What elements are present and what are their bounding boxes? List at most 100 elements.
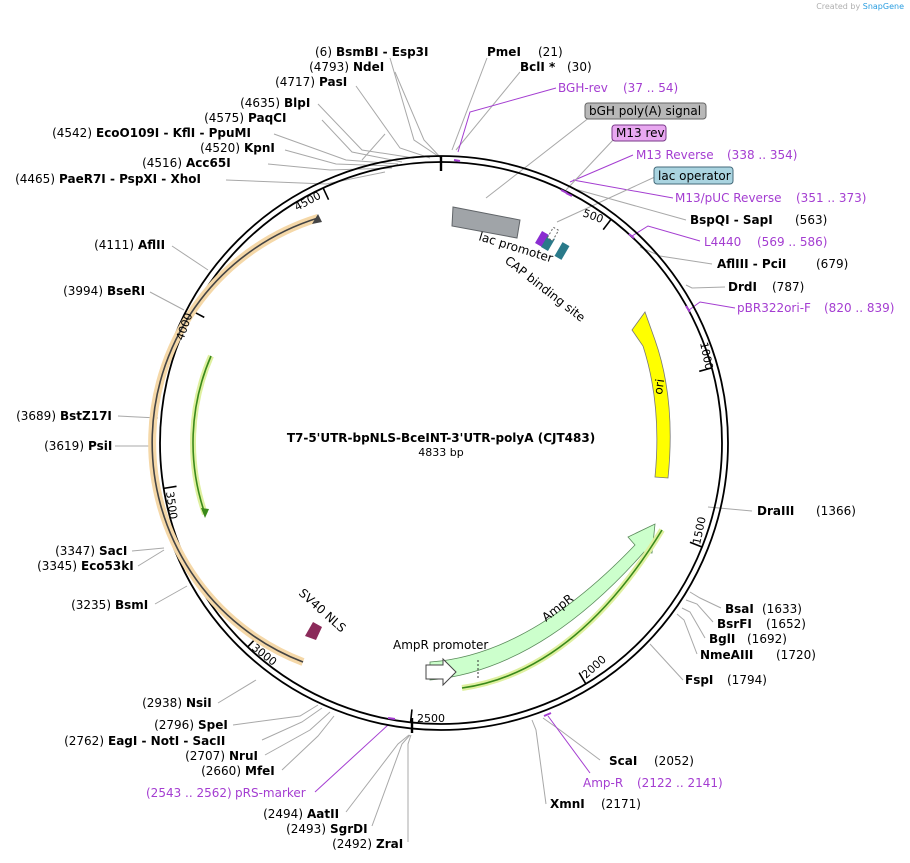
cap-binding-site [535,226,570,260]
ampr-arrow [429,523,656,681]
site-label-drdi: DrdI [728,280,757,294]
site-label-bgli: BglI [709,632,735,646]
site-label-aatii: AatII [307,807,339,821]
svg-text:(3689): (3689) [16,409,56,423]
tick-mark [699,367,712,373]
tick-label: 500 [581,207,605,226]
site-label-aflii: AflII [138,238,165,252]
primer-label-l4440: L4440 [704,235,741,249]
primer-bars [387,159,691,720]
svg-text:(2543 .. 2562): (2543 .. 2562) [146,786,232,800]
svg-text:(4793): (4793) [309,60,349,74]
svg-text:(569 .. 586): (569 .. 586) [757,235,827,249]
svg-text:(3235): (3235) [71,598,111,612]
site-label-blpi: BlpI [284,96,310,110]
svg-text:(2171): (2171) [601,797,641,811]
svg-text:(338 .. 354): (338 .. 354) [727,148,797,162]
svg-text:(2660): (2660) [201,764,241,778]
sv40-nls-label: SV40 NLS [296,586,349,635]
site-label-paqci: PaqCI [248,111,286,125]
primer-label-m13-reverse: M13 Reverse [636,148,714,162]
snapgene-credit: Created by SnapGene [816,2,904,11]
site-label-bstz17i: BstZ17I [60,409,112,423]
site-label-kpni: KpnI [244,141,275,155]
site-label-nsii: NsiI [186,696,212,710]
tick-mark [409,709,413,723]
svg-text:(3347): (3347) [55,544,95,558]
lac-operator-box [653,166,734,185]
svg-text:(2122 .. 2141): (2122 .. 2141) [637,776,723,790]
site-label-fspi: FspI [685,673,713,687]
svg-text:(3619): (3619) [44,439,84,453]
svg-text:(2762): (2762) [64,734,104,748]
svg-text:(351 .. 373): (351 .. 373) [796,191,866,205]
left-sites: (6) BsmBI - Esp3I (4793) NdeI (4717) Pas… [15,45,428,851]
svg-text:(787): (787) [772,280,804,294]
svg-text:(4465): (4465) [15,172,55,186]
ampr-promoter-arrow [425,657,457,687]
svg-text:(1633): (1633) [762,602,802,616]
svg-text:(1652): (1652) [766,617,806,631]
m13-rev-label: M13 rev [616,126,665,140]
tick-label: 4000 [174,311,196,342]
lac-promoter-feature [451,206,521,239]
svg-text:(4520): (4520) [200,141,240,155]
svg-text:(563): (563) [795,213,827,227]
svg-text:(2494): (2494) [263,807,303,821]
svg-text:(3994): (3994) [63,284,103,298]
svg-text:(21): (21) [538,45,563,59]
primer-lines [314,87,736,793]
svg-text:(2707): (2707) [185,749,225,763]
primer-labels: BGH-rev (37 .. 54) M13 Reverse (338 .. 3… [146,81,894,800]
primer-label-bgh-rev: BGH-rev [558,81,608,95]
svg-text:(679): (679) [816,257,848,271]
site-label-nrui: NruI [229,749,258,763]
site-label-acc65i: Acc65I [186,156,231,170]
svg-text:(4575): (4575) [204,111,244,125]
svg-text:(2938): (2938) [142,696,182,710]
site-label-xmni: XmnI [550,797,585,811]
site-label-nmeaiii: NmeAIII [700,648,753,662]
site-label-bsmbi: BsmBI - Esp3I [336,45,428,59]
bgh-leader [361,133,386,161]
svg-text:(1366): (1366) [816,504,856,518]
sv40-nls-feature [305,622,322,640]
tick-label: 4500 [292,189,323,214]
tick-mark [689,541,703,548]
tick-mark [322,187,330,201]
ampr-promoter-label: AmpR promoter [393,638,488,652]
site-label-scai: ScaI [609,754,637,768]
site-label-pmei: PmeI [487,45,521,59]
lac-operator-label: lac operator [658,169,731,183]
site-label-eagi: EagI - NotI - SacII [108,734,225,748]
site-label-sgrdi: SgrDI [330,822,368,836]
site-label-pasi: PasI [319,75,347,89]
svg-text:(6): (6) [315,45,332,59]
site-label-draiii: DraIII [757,504,794,518]
svg-text:(1794): (1794) [727,673,767,687]
svg-text:(2493): (2493) [286,822,326,836]
site-label-mfei: MfeI [245,764,275,778]
tick-label: 2000 [579,653,609,681]
svg-text:(2052): (2052) [654,754,694,768]
tick-label: 1500 [690,516,709,546]
plasmid-name: T7-5'UTR-bpNLS-BceINT-3'UTR-polyA (CJT48… [287,431,595,445]
m13-box-leader [565,138,615,191]
ori-arrow [631,311,671,479]
bgh-box-leader [485,116,591,199]
site-label-spei: SpeI [198,718,228,732]
svg-text:(37 .. 54): (37 .. 54) [623,81,678,95]
svg-text:(2492): (2492) [332,837,372,851]
green-arrowhead [201,508,209,518]
ampr-green-line [461,529,663,689]
green-arrow [192,355,212,515]
site-label-saci: SacI [99,544,127,558]
svg-text:(1692): (1692) [747,632,787,646]
site-label-eco53ki: Eco53kI [81,559,134,573]
tick-mark [163,485,177,490]
site-label-afliii: AflIII - PciI [717,257,786,271]
ori-label: ori [651,378,667,395]
svg-text:(4717): (4717) [275,75,315,89]
svg-text:(820 .. 839): (820 .. 839) [824,301,894,315]
